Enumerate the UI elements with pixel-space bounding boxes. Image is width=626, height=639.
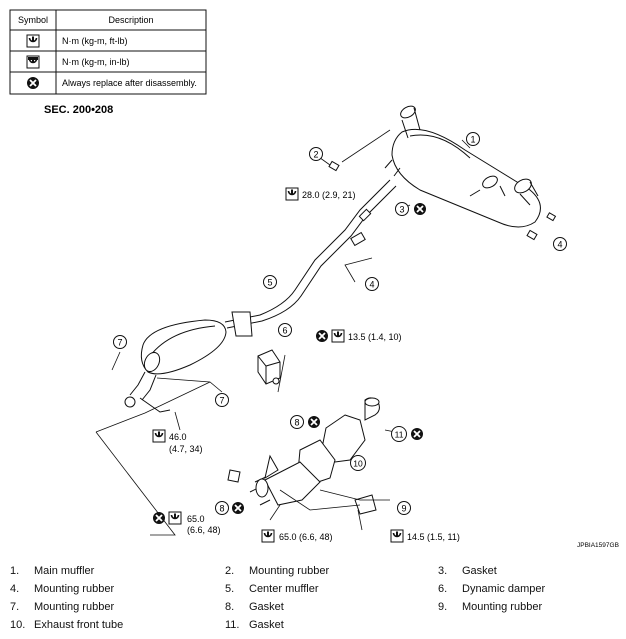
torque-icon <box>285 187 299 201</box>
callout-label: 10 <box>353 459 363 469</box>
torque-icon <box>168 511 182 525</box>
replace-icon <box>307 415 321 429</box>
replace-icon <box>413 202 427 216</box>
torque-spec: 65.0 <box>187 514 205 524</box>
callout-labels: 1 2 3 4 4 5 6 7 7 8 8 9 10 11 <box>113 132 567 515</box>
callout-label: 8 <box>294 418 299 428</box>
exhaust-front-tube <box>227 397 380 515</box>
symbol-header: Symbol <box>18 15 48 25</box>
torque-spec: 28.0 (2.9, 21) <box>302 190 356 200</box>
callout-label: 1 <box>470 135 475 145</box>
symbol-row-description: N·m (kg-m, ft-lb) <box>62 36 128 46</box>
replace-icon <box>315 329 329 343</box>
symbol-row-description: N·m (kg-m, in-lb) <box>62 57 130 67</box>
torque-icon <box>26 34 40 48</box>
torque-icon <box>331 329 345 343</box>
main-muffler-hangers <box>328 160 557 241</box>
center-muffler <box>124 179 397 413</box>
symbol-table: Symbol Description N·m (kg-m, ft-lb) N·m… <box>9 9 207 95</box>
list-item: 5.Center muffler <box>225 583 319 595</box>
callout-label: 5 <box>267 278 272 288</box>
list-item: 7.Mounting rubber <box>10 601 115 613</box>
callout-label: 4 <box>557 240 562 250</box>
symbol-row-description: Always replace after disassembly. <box>62 78 197 88</box>
replace-icon <box>152 511 166 525</box>
list-item: 2.Mounting rubber <box>225 565 330 577</box>
callout-label: 6 <box>282 326 287 336</box>
callout-label: 2 <box>313 150 318 160</box>
list-item: 10.Exhaust front tube <box>10 619 124 631</box>
section-label: SEC. 200•208 <box>44 104 113 116</box>
list-item: 9.Mounting rubber <box>438 601 543 613</box>
list-item: 6.Dynamic damper <box>438 583 546 595</box>
leader-lines <box>95 129 471 536</box>
torque-spec: (6.6, 48) <box>187 525 221 535</box>
torque-icon <box>152 429 166 443</box>
replace-icon <box>231 501 245 515</box>
torque-spec: 14.5 (1.5, 11) <box>407 532 460 542</box>
description-header: Description <box>108 15 153 25</box>
callout-label: 7 <box>117 338 122 348</box>
torque-icon <box>390 529 404 543</box>
torque-icon <box>261 529 275 543</box>
torque-specs: 28.0 (2.9, 21) 13.5 (1.4, 10) 46.0 (4.7,… <box>152 187 460 543</box>
list-item: 1.Main muffler <box>10 565 95 577</box>
callout-label: 3 <box>399 205 404 215</box>
callout-label: 11 <box>395 430 404 440</box>
replace-icon <box>26 76 40 90</box>
callout-label: 9 <box>401 504 406 514</box>
torque-spec: (4.7, 34) <box>169 444 203 454</box>
torque-spec: 13.5 (1.4, 10) <box>348 332 402 342</box>
dynamic-damper <box>257 349 281 385</box>
torque-small-icon <box>26 55 40 69</box>
figure-id: JPBIA1597GB <box>577 542 619 549</box>
torque-spec: 65.0 (6.6, 48) <box>279 532 333 542</box>
list-item: 11.Gasket <box>225 619 284 631</box>
callout-label: 8 <box>219 504 224 514</box>
callout-label: 4 <box>369 280 374 290</box>
list-item: 8.Gasket <box>225 601 284 613</box>
replace-icon <box>410 427 424 441</box>
torque-spec: 46.0 <box>169 432 187 442</box>
callout-label: 7 <box>219 396 224 406</box>
list-item: 3.Gasket <box>438 565 497 577</box>
list-item: 4.Mounting rubber <box>10 583 115 595</box>
main-muffler <box>384 105 541 228</box>
